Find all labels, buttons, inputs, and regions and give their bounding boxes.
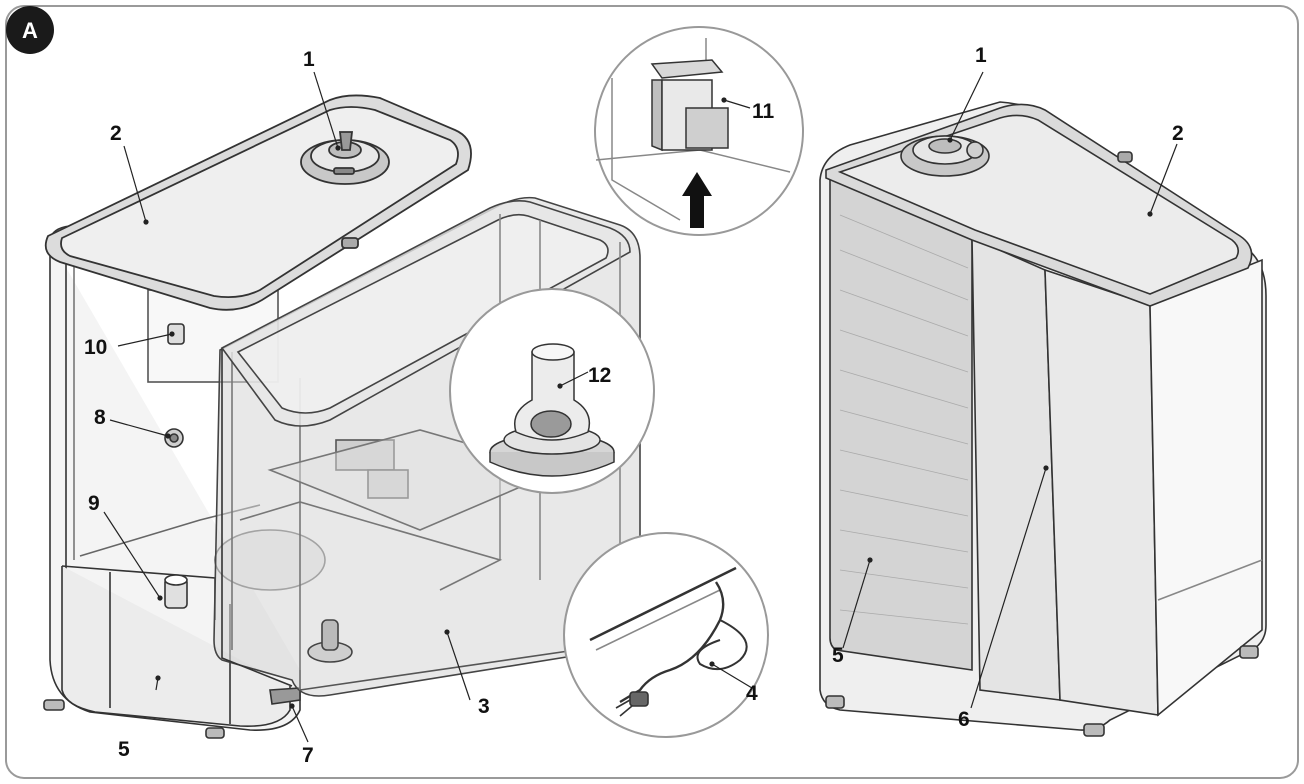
callout-cap-right: 1 — [975, 44, 987, 67]
callout-panel-right: 6 — [958, 708, 970, 731]
callout-tank: 3 — [478, 695, 490, 718]
assembled-unit-right — [819, 101, 1267, 737]
callout-knob: 8 — [94, 406, 106, 429]
leader-lines — [103, 71, 1178, 743]
callout-lid-right: 2 — [1172, 122, 1184, 145]
callout-part-7: 7 — [302, 744, 314, 767]
inset-filter — [449, 288, 655, 494]
callout-cap-left: 1 — [303, 48, 315, 71]
inset-cord — [563, 532, 769, 738]
callout-grille-right: 5 — [832, 644, 844, 667]
inset-float — [594, 26, 804, 236]
callout-float: 11 — [752, 100, 775, 123]
callout-cord: 4 — [746, 682, 758, 705]
figure-badge: A — [6, 6, 54, 54]
callout-filter: 12 — [588, 364, 611, 387]
up-arrow-icon — [682, 172, 712, 228]
lid-left — [44, 94, 472, 311]
callout-base-left: 5 — [118, 738, 130, 761]
callout-socket: 10 — [84, 336, 107, 359]
figure-badge-letter: A — [22, 18, 38, 43]
callout-lid-left: 2 — [110, 122, 122, 145]
callout-nozzle: 9 — [88, 492, 100, 515]
